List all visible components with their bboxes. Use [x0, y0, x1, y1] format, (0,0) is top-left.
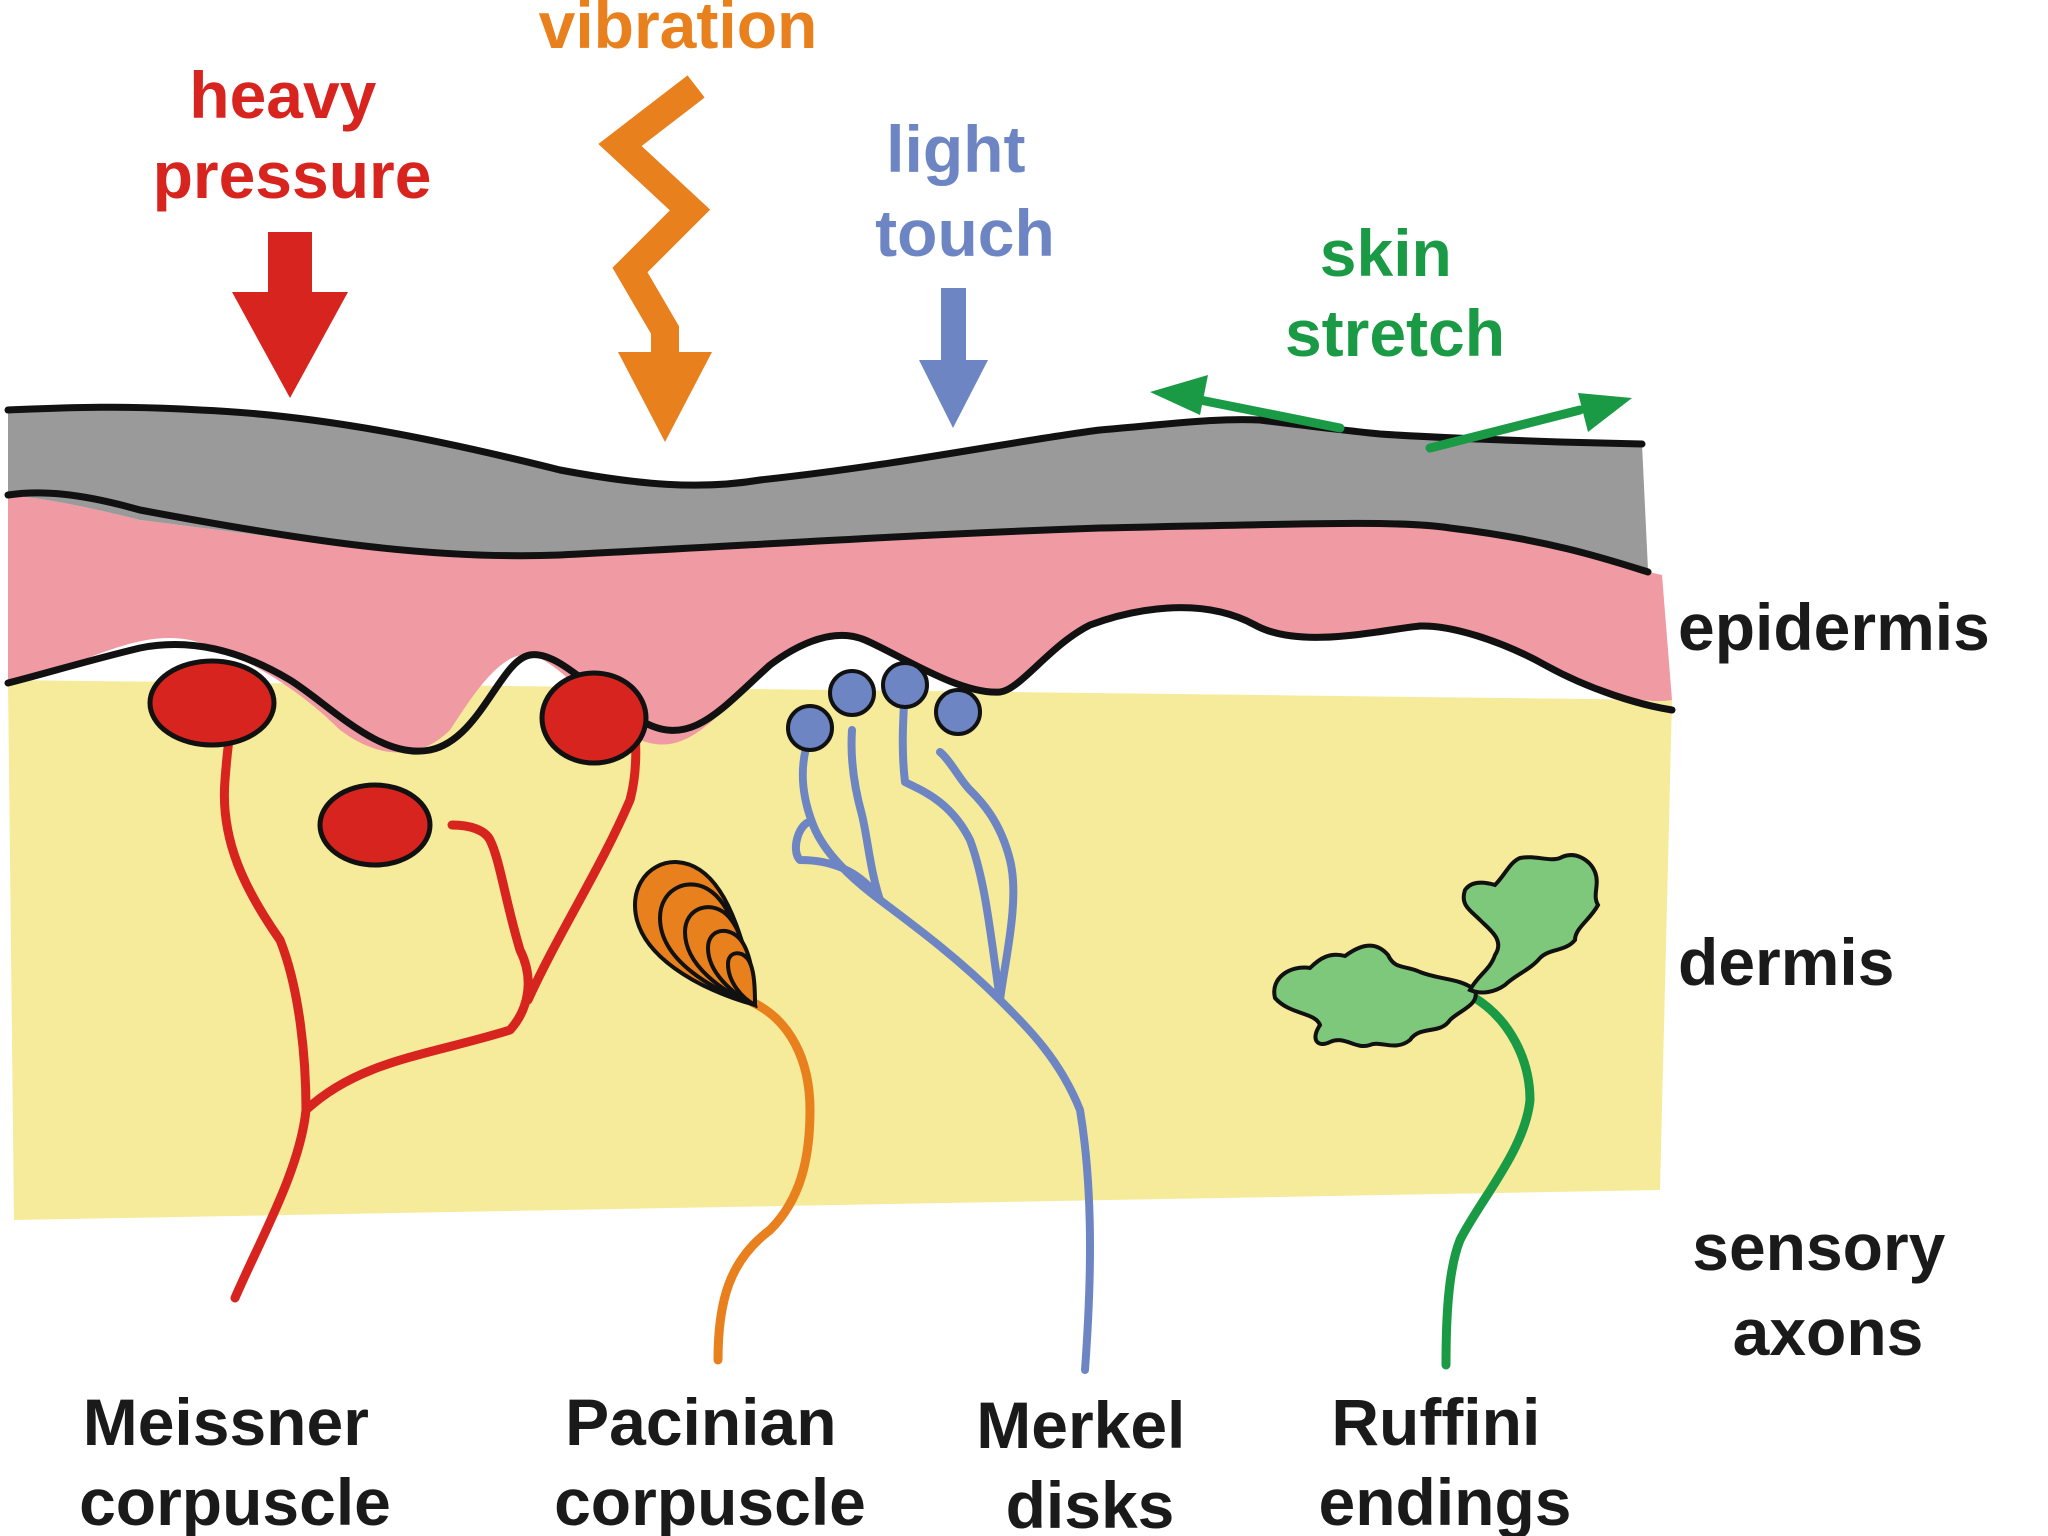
light-touch-label: light touch: [875, 112, 1055, 270]
ruffini-label: Ruffini endings: [1318, 1385, 1571, 1536]
sensory-axons-label: sensory axons: [1692, 1210, 1963, 1369]
light-touch-arrow: [919, 288, 988, 428]
merkel-disk-3: [881, 661, 929, 709]
ruffini-ending-lower: [1272, 943, 1478, 1049]
epidermis-label: epidermis: [1678, 590, 1990, 664]
merkel-label: Merkel disks: [976, 1388, 1203, 1536]
meissner-ending-1: [147, 658, 277, 748]
ruffini-axon: [1441, 993, 1535, 1370]
meissner-corpuscle: [147, 658, 649, 1303]
ruffini-endings: [1272, 853, 1601, 1370]
skin-stretch-label: skin stretch: [1285, 216, 1505, 370]
merkel-disk-4: [934, 688, 982, 736]
merkel-disk-2: [828, 669, 876, 717]
skin-surface-line: [4, 403, 1646, 489]
merkel-disk-1: [786, 704, 834, 752]
vibration-arrow: [598, 75, 712, 442]
meissner-ending-2: [317, 782, 433, 868]
pacinian-label: Pacinian corpuscle: [554, 1385, 866, 1536]
stratum-corneum-layer: [8, 407, 1648, 570]
skin-stretch-arrows: [1150, 375, 1632, 453]
merkel-disks: [786, 661, 1094, 1374]
dermis-layer: [8, 680, 1672, 1220]
meissner-ending-3: [539, 670, 649, 766]
pacinian-lamella-5: [725, 951, 758, 1009]
pacinian-axon: [713, 997, 815, 1365]
vibration-label: vibration: [539, 0, 818, 62]
dermis-label: dermis: [1678, 925, 1894, 999]
corneum-base-line: [4, 489, 1652, 576]
epidermis-layer: [8, 495, 1672, 753]
heavy-pressure-label: heavy pressure: [153, 58, 432, 212]
pacinian-corpuscle: [632, 860, 815, 1365]
merkel-axon: [791, 676, 1094, 1374]
ruffini-ending-upper: [1461, 853, 1601, 995]
merkel-branch-1: [847, 726, 884, 904]
heavy-pressure-arrow: [232, 232, 348, 398]
dermal-junction-line: [4, 604, 1676, 755]
meissner-label: Meissner corpuscle: [79, 1385, 391, 1536]
